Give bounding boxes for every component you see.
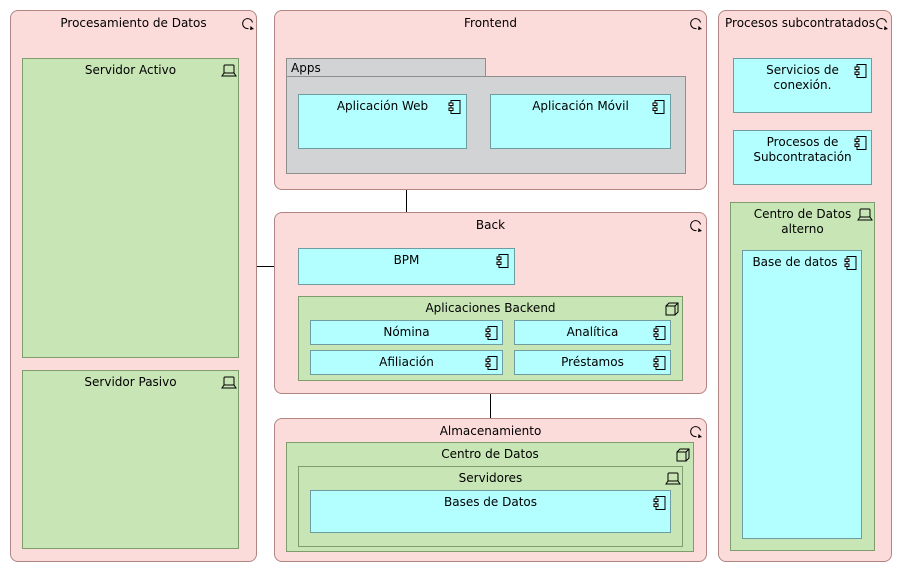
component-label-line2: conexión. xyxy=(773,78,832,92)
application-component-icon xyxy=(484,325,500,341)
node-label: Servidor Activo xyxy=(84,63,177,77)
component-aplicacion-web[interactable]: Aplicación Web xyxy=(298,94,467,149)
node-label-line1: Centro de Datos xyxy=(753,207,852,221)
component-label-line1: Procesos de xyxy=(766,135,839,149)
folder-label: Apps xyxy=(291,61,321,75)
component-prestamos[interactable]: Préstamos xyxy=(514,350,671,375)
component-label: Nómina xyxy=(383,325,430,339)
application-component-icon xyxy=(652,495,668,511)
business-process-icon xyxy=(688,218,704,234)
device-icon xyxy=(857,207,873,223)
component-servicios-de-conexion[interactable]: Servicios de conexión. xyxy=(733,58,872,113)
application-component-icon xyxy=(495,253,511,269)
application-component-icon xyxy=(853,63,869,79)
component-label: Base de datos xyxy=(752,255,838,269)
application-component-icon xyxy=(853,135,869,151)
connector-back-almacenamiento xyxy=(490,394,491,418)
node-label: Servidores xyxy=(458,471,523,485)
component-label: BPM xyxy=(393,253,420,267)
component-aplicacion-movil[interactable]: Aplicación Móvil xyxy=(490,94,671,149)
component-analitica[interactable]: Analítica xyxy=(514,320,671,345)
node-servidor-pasivo[interactable]: Servidor Pasivo xyxy=(22,370,239,549)
group-title: Procesos subcontratados xyxy=(725,16,875,30)
component-bases-de-datos[interactable]: Bases de Datos xyxy=(310,490,671,533)
application-component-icon xyxy=(447,99,463,115)
business-process-icon xyxy=(874,16,890,32)
group-title: Back xyxy=(475,218,506,232)
group-title: Frontend xyxy=(464,16,517,30)
device-icon xyxy=(221,63,237,79)
device-icon xyxy=(221,375,237,391)
node-label: Aplicaciones Backend xyxy=(425,301,556,315)
node-icon xyxy=(664,301,680,317)
apps-folder-tab: Apps xyxy=(286,58,486,77)
node-label: Centro de Datos xyxy=(441,447,539,461)
node-icon xyxy=(675,447,691,463)
component-bpm[interactable]: BPM xyxy=(298,248,515,285)
component-label: Bases de Datos xyxy=(444,495,537,509)
application-component-icon xyxy=(484,355,500,371)
business-process-icon xyxy=(240,16,256,32)
component-afiliacion[interactable]: Afiliación xyxy=(310,350,503,375)
component-nomina[interactable]: Nómina xyxy=(310,320,503,345)
component-base-de-datos[interactable]: Base de datos xyxy=(742,250,862,539)
group-title: Almacenamiento xyxy=(439,424,542,438)
component-label: Préstamos xyxy=(561,355,624,369)
component-label: Aplicación Web xyxy=(336,99,429,113)
application-component-icon xyxy=(652,355,668,371)
node-label: Servidor Pasivo xyxy=(84,375,177,389)
component-label: Aplicación Móvil xyxy=(532,99,629,113)
application-component-icon xyxy=(843,255,859,271)
device-icon xyxy=(665,471,681,487)
component-label: Afiliación xyxy=(379,355,434,369)
business-process-icon xyxy=(688,424,704,440)
application-component-icon xyxy=(652,325,668,341)
application-component-icon xyxy=(651,99,667,115)
business-process-icon xyxy=(688,16,704,32)
node-servidor-activo[interactable]: Servidor Activo xyxy=(22,58,239,358)
component-procesos-de-subcontratacion[interactable]: Procesos de Subcontratación xyxy=(733,130,872,185)
component-label: Analítica xyxy=(566,325,619,339)
group-title: Procesamiento de Datos xyxy=(60,16,207,30)
node-label-line2: alterno xyxy=(781,222,824,236)
component-label-line2: Subcontratación xyxy=(753,150,852,164)
component-label-line1: Servicios de xyxy=(766,63,839,77)
